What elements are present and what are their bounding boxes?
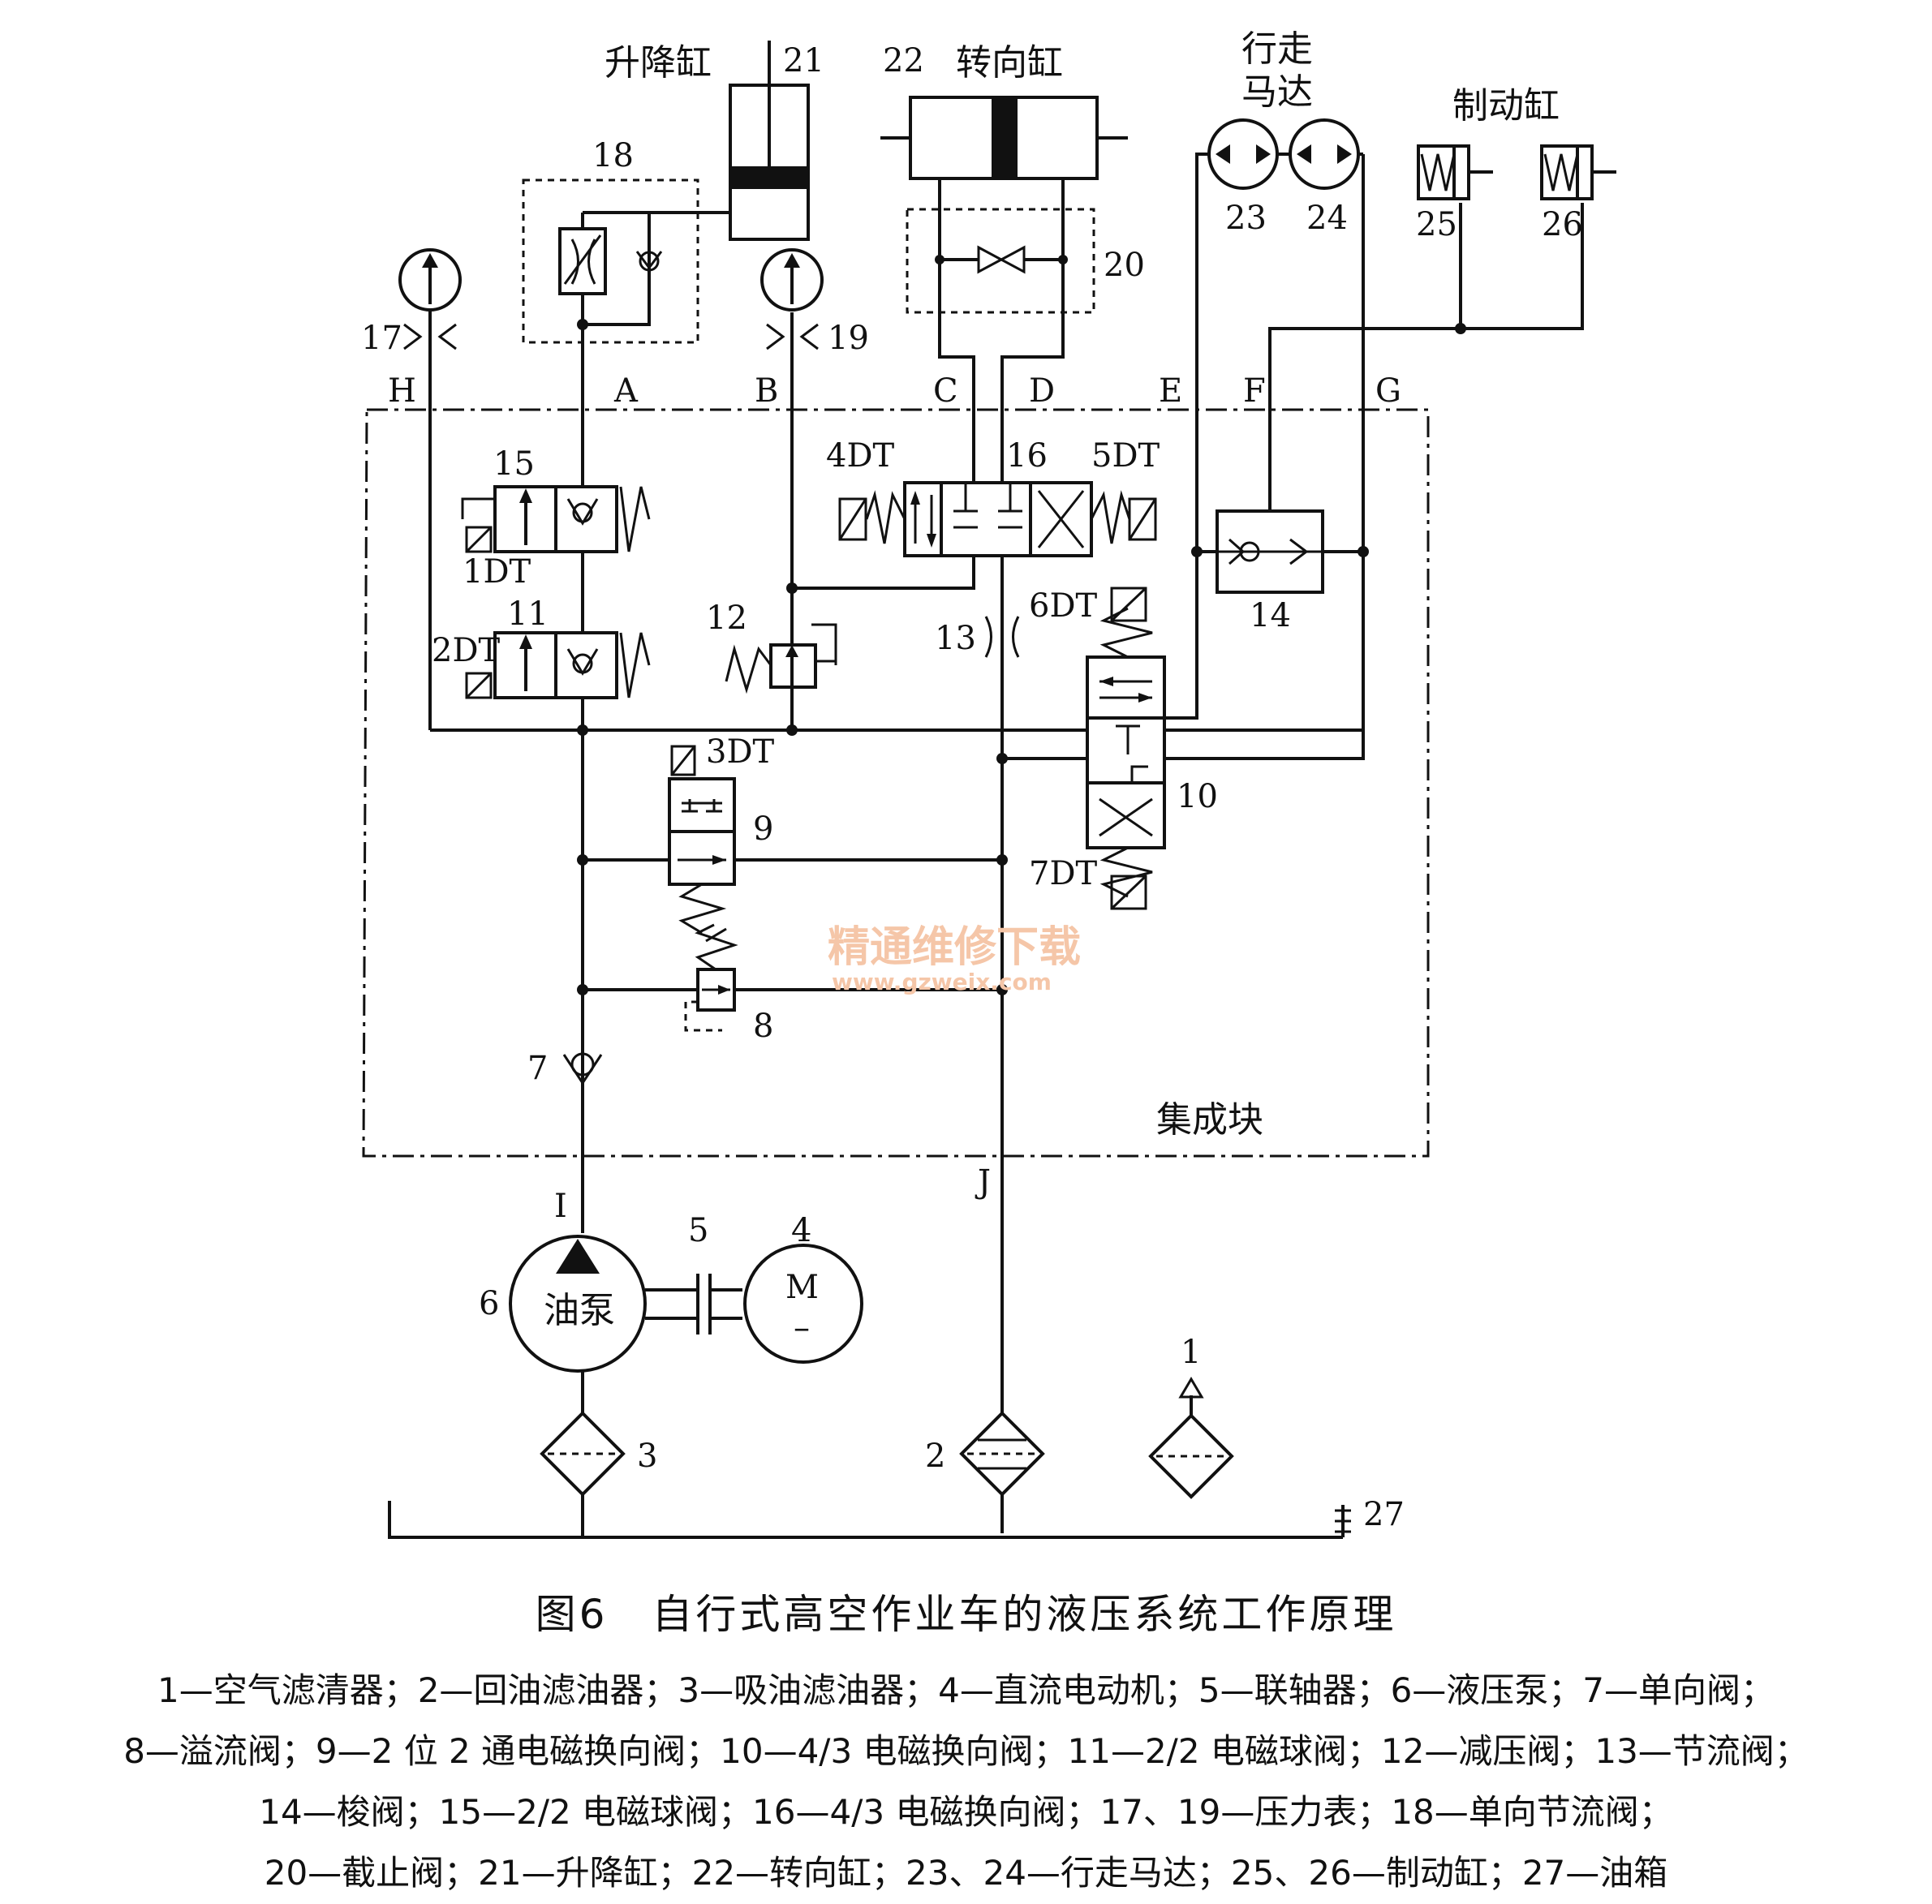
motor-minus: – — [794, 1309, 810, 1347]
label-4: 4 — [791, 1212, 811, 1249]
label-25: 25 — [1416, 206, 1457, 243]
junction-dots — [577, 319, 1466, 995]
solenoid-valve-9 — [668, 745, 736, 935]
suction-filter-3 — [540, 1371, 626, 1497]
legend-line-4: 20—截止阀；21—升降缸；22—转向缸；23、24—行走马达；25、26—制动… — [264, 1853, 1668, 1893]
relief-valve-8 — [684, 923, 738, 1032]
port-I: I — [554, 1188, 567, 1225]
pressure-reducing-valve-12 — [725, 623, 837, 694]
label-12: 12 — [706, 600, 747, 637]
air-filter-1 — [1148, 1377, 1234, 1499]
steering-cylinder-label: 转向缸 — [956, 42, 1063, 84]
lift-cylinder-label: 升降缸 — [605, 42, 712, 84]
hydraulic-schematic: 集成块 H A B C D E F G I J — [361, 28, 1616, 1539]
label-22: 22 — [883, 42, 924, 80]
travel-motor-label-2: 马达 — [1241, 71, 1313, 113]
coupling-5 — [645, 1274, 742, 1335]
travel-motor-label-1: 行走 — [1241, 28, 1313, 70]
port-C: C — [933, 372, 958, 410]
port-E: E — [1159, 372, 1182, 410]
port-F: F — [1243, 372, 1266, 410]
check-valve-7 — [562, 1052, 603, 1085]
label-26: 26 — [1542, 206, 1583, 243]
label-1DT: 1DT — [463, 553, 531, 591]
directional-valve-16 — [838, 481, 1157, 557]
label-7DT: 7DT — [1029, 855, 1098, 892]
label-11: 11 — [507, 595, 549, 633]
legend-line-1: 1—空气滤清器；2—回油滤油器；3—吸油滤油器；4—直流电动机；5—联轴器；6—… — [157, 1670, 1775, 1710]
throttle-valve-13 — [984, 616, 1020, 658]
label-20: 20 — [1104, 247, 1145, 284]
hydraulic-pump-6 — [509, 1235, 647, 1373]
legend-line-3: 14—梭阀；15—2/2 电磁球阀；16—4/3 电磁换向阀；17、19—压力表… — [259, 1792, 1673, 1832]
check-throttle-valve-18 — [522, 178, 699, 344]
brake-cylinder-label: 制动缸 — [1452, 85, 1560, 127]
label-6: 6 — [479, 1285, 499, 1322]
label-23: 23 — [1225, 200, 1267, 237]
label-21: 21 — [783, 42, 824, 80]
label-16: 16 — [1006, 437, 1048, 475]
manifold-outline — [362, 408, 1430, 1158]
brake-cylinders-25-26 — [1417, 144, 1616, 200]
label-27: 27 — [1363, 1496, 1405, 1533]
label-2DT: 2DT — [432, 632, 501, 669]
directional-valve-10 — [1086, 587, 1166, 910]
figure-caption: 图6 自行式高空作业车的液压系统工作原理 — [535, 1591, 1397, 1638]
oil-tank-27 — [388, 1501, 1351, 1537]
dc-motor-4 — [743, 1244, 863, 1364]
label-9: 9 — [753, 810, 773, 848]
port-G: G — [1375, 372, 1401, 410]
steering-cylinder-22 — [880, 96, 1128, 209]
pressure-gauge-19 — [760, 248, 824, 350]
watermark-url: www.gzweix.com — [832, 969, 1052, 995]
label-5: 5 — [688, 1212, 708, 1249]
label-3: 3 — [637, 1438, 657, 1475]
label-8: 8 — [753, 1008, 773, 1045]
pump-label: 油泵 — [544, 1290, 615, 1331]
label-4DT: 4DT — [826, 437, 895, 475]
manifold-label: 集成块 — [1156, 1099, 1263, 1141]
label-18: 18 — [592, 137, 634, 174]
label-7: 7 — [527, 1050, 548, 1087]
port-H: H — [388, 372, 416, 410]
solenoid-ball-valve-11 — [465, 631, 651, 699]
pressure-gauge-17 — [398, 248, 462, 350]
watermark-text: 精通维修下载 — [828, 923, 1081, 972]
return-filter-2 — [959, 1411, 1045, 1497]
label-15: 15 — [493, 445, 535, 483]
port-D: D — [1029, 372, 1055, 410]
lift-cylinder-21 — [649, 41, 810, 241]
label-2: 2 — [925, 1438, 945, 1475]
legend-line-2: 8—溢流阀；9—2 位 2 通电磁换向阀；10—4/3 电磁换向阀；11—2/2… — [123, 1731, 1809, 1771]
pressure-lines — [388, 153, 1584, 1539]
stop-valve-20 — [906, 208, 1095, 314]
shuttle-valve-14 — [1216, 509, 1324, 594]
label-17: 17 — [361, 320, 402, 357]
motor-label: M — [785, 1269, 819, 1306]
label-5DT: 5DT — [1091, 437, 1160, 475]
port-J: J — [975, 1163, 991, 1201]
solenoid-ball-valve-15 — [461, 485, 651, 553]
label-13: 13 — [935, 620, 976, 657]
label-14: 14 — [1250, 597, 1291, 634]
label-10: 10 — [1177, 778, 1218, 815]
travel-motors-23-24 — [1207, 118, 1363, 190]
port-B: B — [755, 372, 778, 410]
label-1: 1 — [1181, 1334, 1201, 1371]
label-3DT: 3DT — [706, 733, 775, 771]
label-24: 24 — [1306, 200, 1348, 237]
label-6DT: 6DT — [1029, 587, 1098, 625]
label-19: 19 — [828, 320, 869, 357]
port-A: A — [613, 372, 639, 410]
